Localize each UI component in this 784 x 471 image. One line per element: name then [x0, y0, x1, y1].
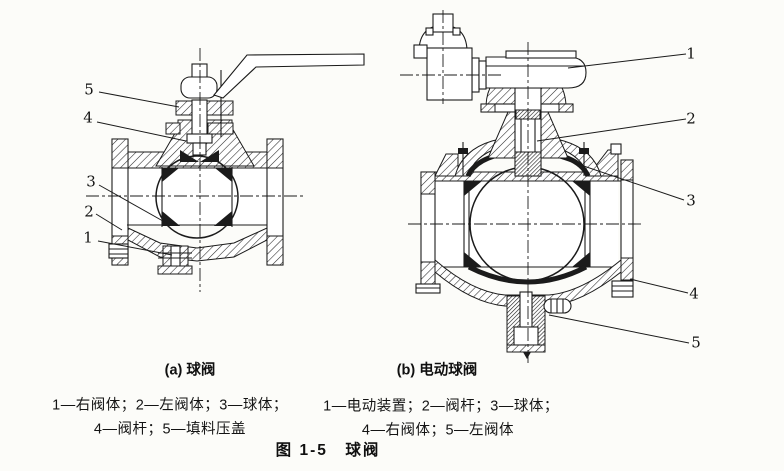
valve-a-bore — [127, 168, 267, 225]
callout-a-3: 3 — [86, 172, 96, 191]
callout-a-2: 2 — [84, 202, 94, 221]
valve-b-lower-seat — [467, 264, 588, 285]
callout-b-1: 1 — [686, 44, 696, 63]
callout-b-5: 5 — [691, 333, 701, 352]
callout-a-4: 4 — [83, 108, 93, 127]
valve-b-bottom-connection — [506, 291, 546, 359]
callout-b-3: 3 — [686, 191, 696, 210]
valve-b-top-bolts — [458, 142, 589, 176]
legend-a-line1: 1—右阀体；2—左阀体；3—球体； — [52, 397, 288, 414]
callout-b-2: 2 — [686, 109, 696, 128]
valve-b-actuator — [413, 13, 587, 101]
valve-b-bottom-wall — [434, 258, 622, 307]
valve-b-drawing — [400, 10, 690, 364]
valve-b-right-flange — [610, 143, 634, 298]
valve-b-leader-lines — [536, 53, 690, 344]
legend-b-line1: 1—电动装置；2—阀杆；3—球体； — [323, 398, 559, 415]
figure-title: 图 1-5 球阀 — [275, 442, 381, 459]
caption-a: (a) 球阀 — [164, 362, 216, 379]
callout-a-1: 1 — [83, 228, 93, 247]
valve-a-bottom-connection — [157, 245, 193, 275]
legend-a-line2: 4—阀杆；5—填料压盖 — [93, 421, 247, 438]
valve-a-leader-lines — [95, 91, 187, 256]
callout-a-5: 5 — [84, 80, 94, 99]
valve-a-ball — [155, 155, 239, 239]
legend-b-line2: 4—右阀体；5—左阀体 — [361, 422, 515, 439]
valve-a-left-flange — [108, 138, 129, 266]
callout-b-4: 4 — [689, 284, 699, 303]
valve-a-handle — [180, 53, 365, 99]
valve-b-gland-fitting — [543, 298, 572, 314]
valve-a-stem — [186, 63, 213, 156]
caption-b: (b) 电动球阀 — [396, 362, 478, 379]
valve-b-left-flange — [415, 171, 441, 294]
valve-a-drawing — [86, 48, 365, 292]
valve-a-right-flange — [266, 138, 284, 266]
valve-a-bottom-wall — [127, 227, 268, 262]
